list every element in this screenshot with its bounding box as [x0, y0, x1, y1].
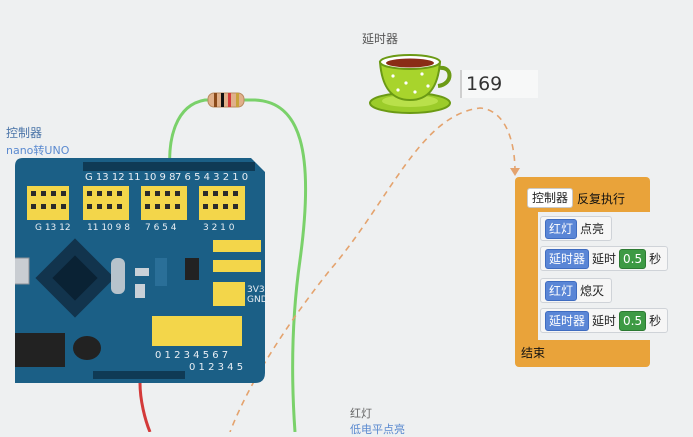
- digital-header-labels-2: 7 6 5 4 3 2 1 0: [175, 172, 248, 183]
- lower-mid-labels: 11 10 9 8: [87, 223, 130, 233]
- lower-left-labels: G 13 12: [35, 223, 71, 233]
- power-jack: [15, 333, 65, 367]
- tea-cup-icon[interactable]: [368, 48, 454, 118]
- power-header-2[interactable]: [213, 260, 261, 272]
- microcontroller-chip: [35, 238, 115, 318]
- delay-unit: 秒: [649, 314, 662, 328]
- red-light-sublabel: 低电平点亮: [350, 423, 405, 436]
- statement-device-tag[interactable]: 红灯: [545, 280, 578, 301]
- red-wire: [138, 382, 152, 432]
- delay-unit: 秒: [649, 252, 662, 266]
- controller-label: 控制器: [6, 126, 43, 140]
- analog-header[interactable]: [152, 316, 242, 346]
- delay-value-field[interactable]: 0.5: [619, 248, 647, 269]
- arduino-board[interactable]: G 13 12 11 10 9 8 7 6 5 4 3 2 1 0 G 13 1…: [15, 158, 265, 383]
- lower-right-labels: 3 2 1 0: [203, 223, 235, 233]
- timer-label: 延时器: [362, 32, 399, 46]
- statement-delay-1[interactable]: 延时器 延时 0.5 秒: [540, 246, 668, 271]
- resistor-icon: [207, 92, 245, 108]
- statement-action: 熄灭: [580, 284, 605, 298]
- digital-header-labels: G 13 12 11 10 9 8: [85, 172, 175, 183]
- statement-device-tag[interactable]: 延时器: [545, 310, 590, 331]
- program-loop-header[interactable]: 控制器 反复执行: [521, 187, 649, 209]
- analog-labels-top: 0 1 2 3 4 5 6 7: [155, 350, 228, 361]
- timer-value-field[interactable]: 169: [460, 70, 538, 98]
- statement-action: 点亮: [580, 222, 605, 236]
- program-loop-footer[interactable]: 结束: [516, 340, 570, 364]
- statement-action: 延时: [592, 314, 617, 328]
- red-light-label: 红灯: [350, 407, 372, 420]
- crystal: [111, 258, 125, 294]
- statement-light-on[interactable]: 红灯 点亮: [540, 216, 612, 241]
- loop-controller-tag[interactable]: 控制器: [527, 188, 574, 208]
- lower-mid2-labels: 7 6 5 4: [145, 223, 177, 233]
- power-header-1[interactable]: [213, 240, 261, 252]
- timer-connection-dashed: [229, 107, 516, 432]
- green-wire: [168, 98, 308, 432]
- statement-device-tag[interactable]: 红灯: [545, 218, 578, 239]
- power-label-gnd: GND: [247, 295, 265, 305]
- power-header-3[interactable]: [213, 282, 245, 306]
- delay-value-field[interactable]: 0.5: [619, 310, 647, 331]
- analog-labels-bottom: 0 1 2 3 4 5: [189, 362, 243, 373]
- controller-sublabel: nano转UNO: [6, 144, 70, 157]
- statement-action: 延时: [592, 252, 617, 266]
- statement-device-tag[interactable]: 延时器: [545, 248, 590, 269]
- loop-action-label: 反复执行: [577, 191, 626, 206]
- usb-port: [15, 257, 30, 285]
- loop-end-label: 结束: [521, 345, 546, 360]
- statement-delay-2[interactable]: 延时器 延时 0.5 秒: [540, 308, 668, 333]
- arrow-head-icon: [510, 168, 520, 176]
- power-label-3v3: 3V3: [247, 285, 265, 295]
- statement-light-off[interactable]: 红灯 熄灭: [540, 278, 612, 303]
